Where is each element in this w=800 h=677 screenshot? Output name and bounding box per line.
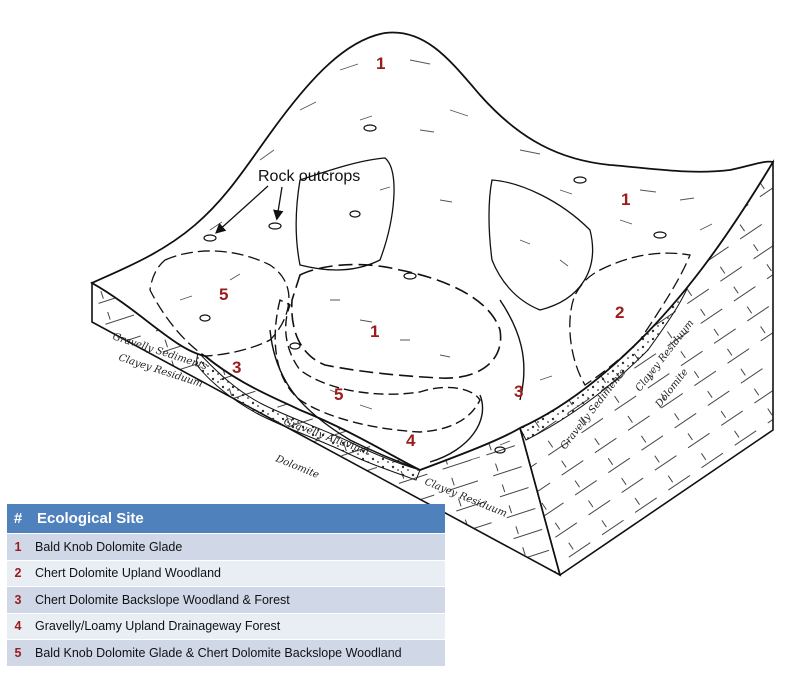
site-number: 1 bbox=[621, 190, 630, 209]
landscape-surface bbox=[90, 31, 775, 471]
site-number: 4 bbox=[406, 431, 416, 450]
site-number: 3 bbox=[232, 358, 241, 377]
legend-row: 4 Gravelly/Loamy Upland Drainageway Fore… bbox=[7, 612, 445, 640]
rock-outcrops-label: Rock outcrops bbox=[258, 168, 360, 185]
legend-row-site: Chert Dolomite Upland Woodland bbox=[29, 559, 445, 587]
legend-header-site: Ecological Site bbox=[29, 504, 445, 534]
legend-row-site: Chert Dolomite Backslope Woodland & Fore… bbox=[29, 586, 445, 613]
right-site-outline bbox=[569, 252, 691, 386]
drainage-channel bbox=[269, 299, 525, 471]
site-number: 5 bbox=[219, 285, 228, 304]
legend-row-site: Gravelly/Loamy Upland Drainageway Forest bbox=[29, 612, 445, 640]
gravel-band-left bbox=[195, 350, 421, 481]
legend-row: 1 Bald Knob Dolomite Glade bbox=[7, 533, 445, 560]
legend-row: 3 Chert Dolomite Backslope Woodland & Fo… bbox=[7, 586, 445, 613]
ecological-site-legend: # Ecological Site 1 Bald Knob Dolomite G… bbox=[7, 504, 445, 666]
legend-row-number: 2 bbox=[7, 559, 29, 587]
left-site-outline bbox=[149, 250, 290, 357]
legend-header-number: # bbox=[7, 504, 29, 534]
legend-row: 5 Bald Knob Dolomite Glade & Chert Dolom… bbox=[7, 639, 445, 666]
soil-label: Dolomite bbox=[273, 453, 321, 481]
site-number: 3 bbox=[514, 382, 523, 401]
site-number: 5 bbox=[334, 385, 343, 404]
legend-row-number: 4 bbox=[7, 612, 29, 640]
legend-row-number: 3 bbox=[7, 586, 29, 613]
legend-header-row: # Ecological Site bbox=[7, 504, 445, 534]
valley-outline-right bbox=[488, 179, 594, 311]
knob-outline bbox=[290, 263, 502, 379]
hill-shading bbox=[179, 59, 713, 461]
legend-row-number: 5 bbox=[7, 639, 29, 666]
callout-arrow-left bbox=[215, 185, 269, 234]
legend-row-site: Bald Knob Dolomite Glade & Chert Dolomit… bbox=[29, 639, 445, 666]
legend-row: 2 Chert Dolomite Upland Woodland bbox=[7, 559, 445, 587]
site-number: 1 bbox=[376, 54, 385, 73]
legend-row-site: Bald Knob Dolomite Glade bbox=[29, 533, 445, 560]
callout-arrow-right bbox=[273, 186, 284, 221]
valley-outline-left bbox=[295, 157, 395, 271]
site-number: 1 bbox=[370, 322, 379, 341]
legend-row-number: 1 bbox=[7, 533, 29, 560]
site-number: 2 bbox=[615, 303, 624, 322]
rock-outcrop-marks bbox=[199, 124, 667, 454]
